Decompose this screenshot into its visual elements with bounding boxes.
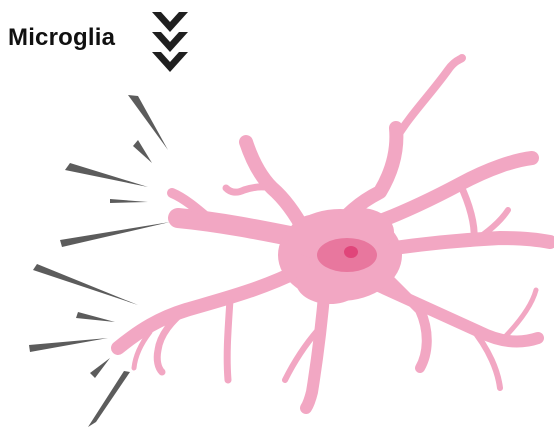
spike bbox=[60, 222, 170, 247]
spike bbox=[128, 95, 168, 150]
cell-process bbox=[306, 285, 325, 408]
chevron-down-icon bbox=[152, 52, 188, 72]
spike bbox=[88, 371, 130, 427]
cell-process bbox=[460, 184, 474, 238]
radiating-spikes-icon bbox=[29, 95, 170, 427]
spike bbox=[76, 312, 115, 322]
cell-process bbox=[380, 238, 550, 250]
spike bbox=[29, 338, 108, 352]
cell-process bbox=[395, 58, 462, 140]
chevron-down-icon bbox=[152, 32, 188, 52]
spike bbox=[90, 358, 110, 378]
spike bbox=[133, 140, 152, 163]
spike bbox=[65, 163, 148, 187]
cell-process bbox=[370, 282, 538, 341]
spike bbox=[33, 264, 138, 305]
nucleolus bbox=[344, 246, 358, 258]
page-title: Microglia bbox=[8, 26, 115, 50]
triple-chevron-down-icon bbox=[148, 10, 192, 76]
microglia-cell-icon bbox=[118, 58, 550, 408]
chevron-down-icon bbox=[152, 12, 188, 32]
spike bbox=[110, 199, 148, 203]
cell-process bbox=[227, 300, 230, 380]
